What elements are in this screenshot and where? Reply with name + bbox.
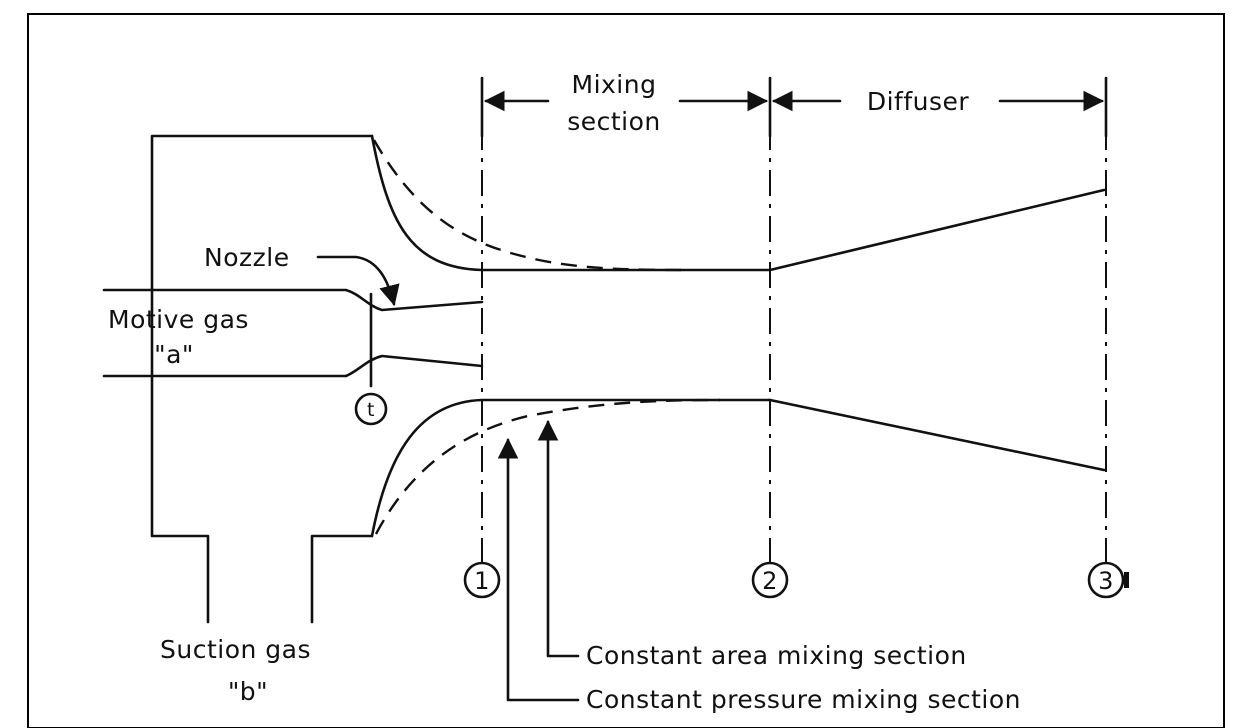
constant-area-label: Constant area mixing section <box>586 641 967 670</box>
figure-frame <box>27 13 1225 728</box>
station-2-label: 2 <box>762 567 778 595</box>
station-3-marker <box>1124 572 1129 588</box>
station-1-circle <box>463 561 501 599</box>
lower-inlet-wall <box>370 398 772 538</box>
station-3-label: 3 <box>1098 567 1114 595</box>
nozzle-lower-wall <box>102 354 484 378</box>
mixing-section-label-line2: section <box>567 107 661 136</box>
lower-constant-pressure-wall <box>374 398 721 535</box>
upper-inlet-wall <box>370 134 772 272</box>
suction-chamber-outline-top <box>150 134 374 624</box>
suction-chamber-outline-bottom <box>310 534 374 624</box>
constant-pressure-label: Constant pressure mixing section <box>586 685 1021 714</box>
mixing-section-label-line1: Mixing <box>572 70 657 99</box>
station-t-label: t <box>367 399 375 421</box>
motive-gas-label-line2: "a" <box>154 340 194 369</box>
nozzle-label: Nozzle <box>204 243 290 272</box>
nozzle-upper-wall <box>102 288 484 312</box>
suction-gas-label-line1: Suction gas <box>160 635 311 664</box>
nozzle-leader <box>316 255 400 307</box>
station-3-circle <box>1087 561 1125 599</box>
station-t-circle <box>354 392 388 426</box>
diffuser-lower-wall <box>768 398 1106 472</box>
constant-pressure-leader <box>497 437 580 702</box>
motive-gas-label-line1: Motive gas <box>108 305 249 334</box>
diffuser-upper-wall <box>768 188 1106 272</box>
diffuser-label: Diffuser <box>867 87 970 116</box>
suction-gas-label-line2: "b" <box>228 677 268 706</box>
station-1-label: 1 <box>474 567 490 595</box>
constant-area-leader <box>537 419 580 658</box>
station-2-circle <box>751 561 789 599</box>
